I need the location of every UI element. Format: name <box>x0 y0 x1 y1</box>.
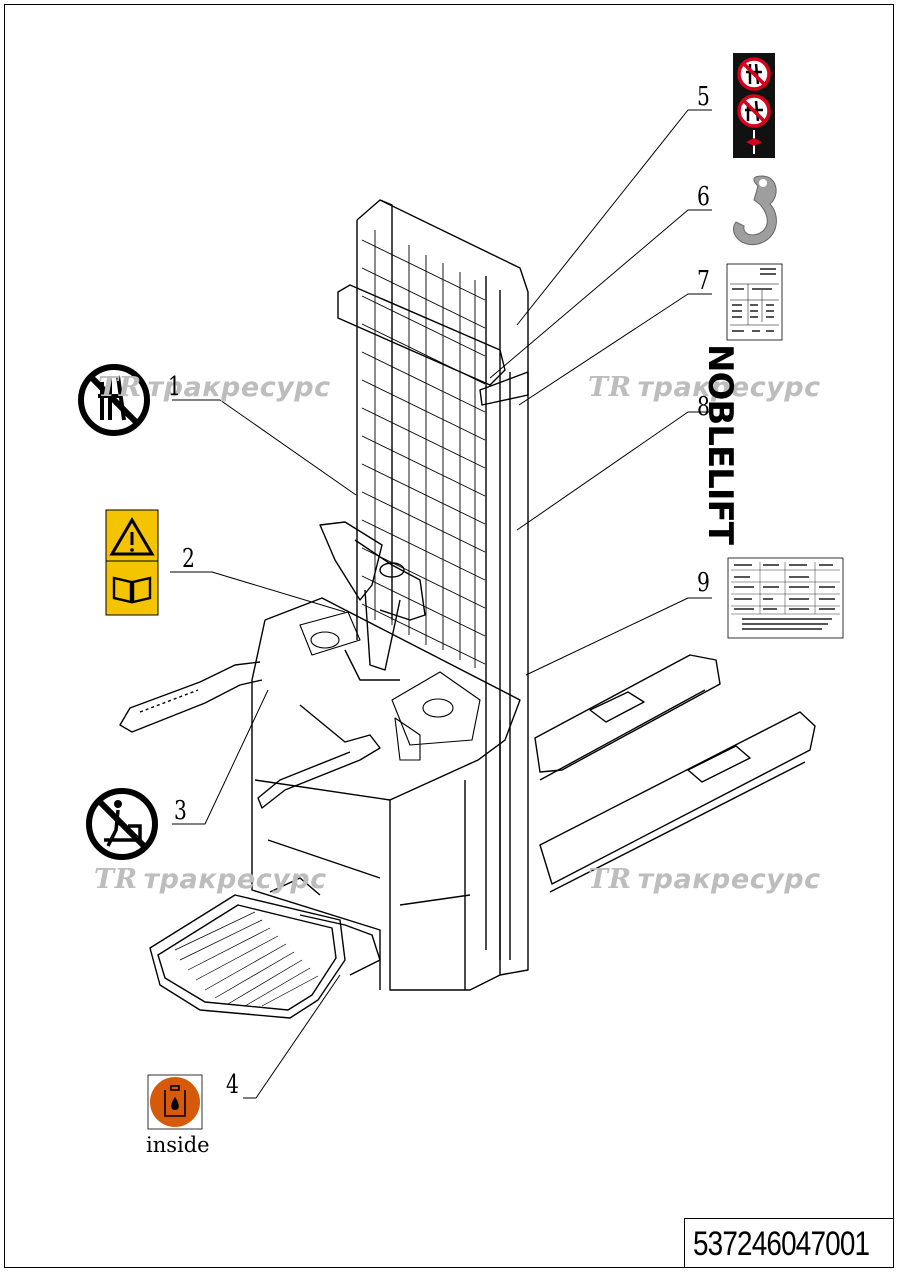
cover-details <box>299 611 481 761</box>
watermark-logo: ТR <box>588 864 632 895</box>
hook-icon <box>733 175 777 246</box>
inside-label: inside <box>146 1133 210 1157</box>
load-chart-icon <box>726 263 783 341</box>
callout-9: 9 <box>697 568 710 598</box>
leader-1 <box>172 399 357 496</box>
mast <box>337 199 529 976</box>
watermark-text: тракресурс <box>637 372 821 403</box>
fork-right <box>539 711 816 893</box>
watermark-logo: ТR <box>98 372 142 403</box>
drive-unit-body <box>251 597 521 991</box>
safety-decal-icon <box>733 53 775 158</box>
nameplate-icon <box>727 557 844 639</box>
leader-lines <box>170 109 712 1099</box>
leader-7 <box>518 293 712 406</box>
operator-platform <box>149 877 381 1019</box>
watermark-text: тракресурс <box>143 864 327 895</box>
fork-left <box>534 654 721 781</box>
side-grab-handle <box>119 661 381 809</box>
tiller-handle <box>319 521 426 681</box>
watermark-text: тракресурс <box>147 372 331 403</box>
callout-2: 2 <box>182 544 195 574</box>
oil-inside-icon <box>147 1074 203 1130</box>
callout-7: 7 <box>697 266 710 296</box>
callout-6: 6 <box>697 182 710 212</box>
callout-4: 4 <box>226 1070 239 1100</box>
no-riding-icon <box>86 788 158 860</box>
watermark-logo: ТR <box>94 864 138 895</box>
leader-4 <box>243 974 341 1099</box>
no-standing-icon <box>78 364 150 436</box>
leader-5 <box>516 109 712 326</box>
warning-manual-icon <box>105 509 159 616</box>
mast-guard-grid <box>361 230 486 668</box>
callout-1: 1 <box>168 372 181 402</box>
leader-8 <box>516 411 712 531</box>
brand-decal-text: NOBLELIFT <box>700 344 740 544</box>
brand-decal: NOBLELIFT <box>700 344 778 544</box>
leader-9 <box>525 597 712 676</box>
page-frame <box>4 4 894 1268</box>
document-number-box: 537246047001 <box>684 1218 894 1268</box>
watermark-text: тракресурс <box>637 864 821 895</box>
callout-5: 5 <box>697 82 710 112</box>
platform-tread <box>174 911 319 1007</box>
callout-8: 8 <box>697 392 710 422</box>
watermark-logo: ТR <box>588 372 632 403</box>
leader-3 <box>172 689 269 825</box>
document-number: 537246047001 <box>693 1225 870 1263</box>
leader-6 <box>489 209 712 379</box>
leader-2 <box>170 571 346 613</box>
callout-3: 3 <box>174 796 187 826</box>
